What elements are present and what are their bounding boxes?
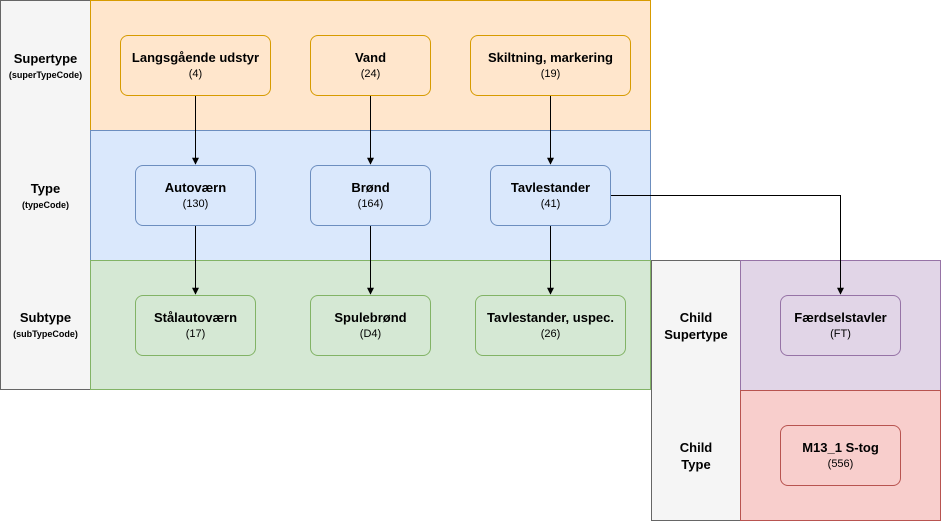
child-label-column bbox=[651, 260, 741, 521]
row-label-supertype-code: (superTypeCode) bbox=[8, 69, 83, 80]
row-label-subtype-title: Subtype bbox=[19, 310, 72, 325]
node-langsgaaende-udstyr-code: (4) bbox=[188, 67, 203, 80]
node-skiltning-markering-name: Skiltning, markering bbox=[488, 49, 613, 65]
node-faerdselstavler[interactable]: Færdselstavler (FT) bbox=[780, 295, 901, 356]
node-tavlestander-uspec-code: (26) bbox=[540, 327, 561, 340]
node-broend-name: Brønd bbox=[351, 179, 390, 195]
label-column bbox=[0, 0, 91, 390]
node-spulebroend[interactable]: Spulebrønd (D4) bbox=[310, 295, 431, 356]
node-tavlestander[interactable]: Tavlestander (41) bbox=[490, 165, 611, 226]
node-tavlestander-uspec[interactable]: Tavlestander, uspec. (26) bbox=[475, 295, 626, 356]
node-autovaern-name: Autoværn bbox=[164, 179, 227, 195]
node-vand-name: Vand bbox=[354, 49, 387, 65]
row-label-type: Type (typeCode) bbox=[0, 130, 91, 261]
node-staalautovaern-code: (17) bbox=[185, 327, 206, 340]
row-label-child-type-title: Child Type bbox=[679, 439, 713, 472]
node-faerdselstavler-name: Færdselstavler bbox=[794, 309, 887, 325]
node-m13-1-s-tog[interactable]: M13_1 S-tog (556) bbox=[780, 425, 901, 486]
row-label-supertype-title: Supertype bbox=[13, 50, 78, 66]
row-label-type-title: Type bbox=[30, 180, 61, 196]
node-staalautovaern-name: Stålautoværn bbox=[153, 309, 238, 325]
node-broend-code: (164) bbox=[357, 197, 384, 210]
node-autovaern[interactable]: Autoværn (130) bbox=[135, 165, 256, 226]
node-skiltning-markering[interactable]: Skiltning, markering (19) bbox=[470, 35, 631, 96]
row-label-subtype-code: (subTypeCode) bbox=[13, 329, 78, 339]
node-autovaern-code: (130) bbox=[182, 197, 209, 210]
node-tavlestander-uspec-name: Tavlestander, uspec. bbox=[487, 309, 614, 325]
row-label-subtype: Subtype (subTypeCode) bbox=[0, 260, 91, 390]
node-m13-1-s-tog-name: M13_1 S-tog bbox=[802, 439, 879, 455]
node-vand-code: (24) bbox=[360, 67, 381, 80]
node-spulebroend-code: (D4) bbox=[359, 327, 382, 340]
node-skiltning-markering-code: (19) bbox=[540, 67, 561, 80]
node-faerdselstavler-code: (FT) bbox=[830, 327, 851, 340]
node-tavlestander-code: (41) bbox=[540, 197, 561, 210]
node-langsgaaende-udstyr-name: Langsgående udstyr bbox=[131, 49, 260, 65]
node-spulebroend-name: Spulebrønd bbox=[334, 309, 407, 325]
row-label-type-code: (typeCode) bbox=[22, 199, 69, 210]
node-m13-1-s-tog-code: (556) bbox=[827, 457, 854, 470]
node-vand[interactable]: Vand (24) bbox=[310, 35, 431, 96]
row-label-child-supertype: Child Supertype bbox=[651, 260, 741, 391]
node-broend[interactable]: Brønd (164) bbox=[310, 165, 431, 226]
row-label-child-type: Child Type bbox=[651, 390, 741, 521]
node-staalautovaern[interactable]: Stålautoværn (17) bbox=[135, 295, 256, 356]
node-langsgaaende-udstyr[interactable]: Langsgående udstyr (4) bbox=[120, 35, 271, 96]
node-tavlestander-name: Tavlestander bbox=[510, 179, 591, 195]
row-label-child-supertype-title: Child Supertype bbox=[664, 309, 728, 342]
row-label-supertype: Supertype (superTypeCode) bbox=[0, 0, 91, 131]
